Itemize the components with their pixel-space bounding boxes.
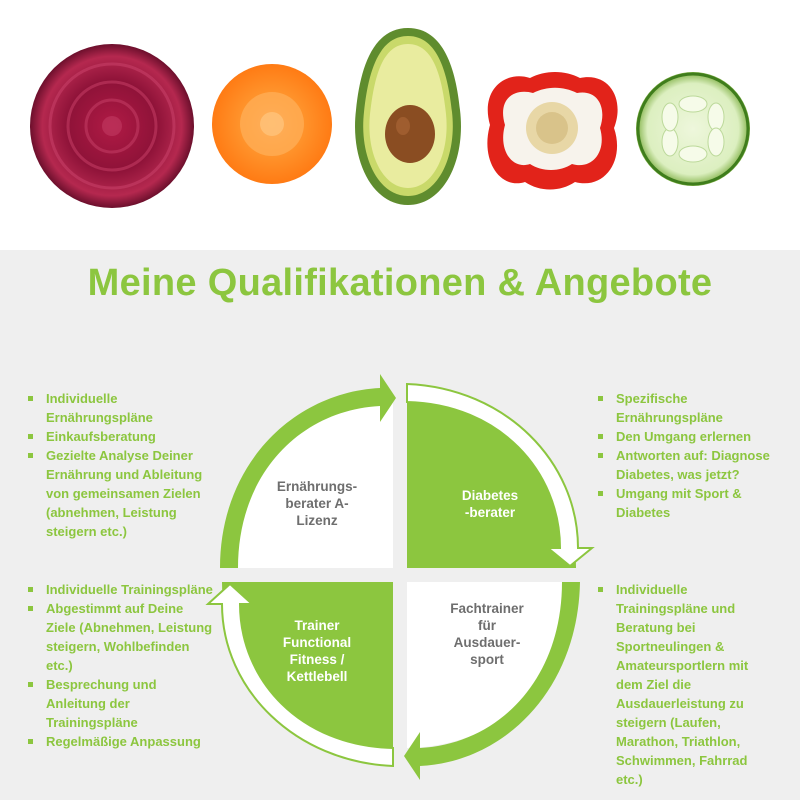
quadrant-label-top-left: Ernährungs- berater A- Lizenz	[262, 478, 372, 529]
label-line: Ausdauer-	[453, 635, 521, 650]
arrow-top-left	[220, 374, 396, 568]
avocado-half	[355, 28, 461, 205]
label-line: Kettlebell	[286, 669, 348, 684]
carrot-slice	[212, 64, 332, 184]
label-line: Trainer	[294, 618, 340, 633]
quadrant-label-top-right: Diabetes -berater	[440, 487, 540, 521]
cucumber-slice	[636, 72, 750, 186]
label-line: Lizenz	[296, 513, 338, 528]
page-title: Meine Qualifikationen & Angebote	[87, 262, 713, 304]
label-line: Functional	[282, 635, 352, 650]
list-item: Einkaufsberatung	[24, 427, 224, 446]
label-line: Ernährungs-	[276, 479, 358, 494]
quadrant-label-bottom-left: Trainer Functional Fitness / Kettlebell	[262, 617, 372, 685]
label-line: Fitness /	[289, 652, 345, 667]
quadrant-bottom-left	[222, 582, 393, 748]
red-pepper-slice	[487, 72, 618, 190]
list-item: Besprechung und Anleitung der Trainingsp…	[24, 675, 214, 732]
label-line: Diabetes	[461, 488, 519, 503]
label-line: -berater	[464, 505, 516, 520]
hero-vegetables-banner	[0, 0, 800, 250]
list-bottom-left: Individuelle Trainingspläne Abgestimmt a…	[24, 580, 214, 751]
arrow-bottom-left	[205, 582, 394, 768]
quadrant-top-right	[407, 402, 576, 568]
label-line: sport	[470, 652, 504, 667]
list-item: Gezielte Analyse Deiner Ernährung und Ab…	[24, 446, 224, 541]
vegetables-illustration	[30, 28, 750, 208]
label-line: berater A-	[285, 496, 349, 511]
list-top-right: Spezifische Ernährungspläne Den Umgang e…	[594, 389, 790, 522]
quadrant-bottom-right	[407, 582, 576, 748]
list-item: Spezifische Ernährungspläne	[594, 389, 790, 427]
quadrant-label-bottom-right: Fachtrainer für Ausdauer- sport	[432, 600, 542, 668]
arrow-bottom-right	[404, 582, 580, 780]
list-top-left: Individuelle Ernährungspläne Einkaufsber…	[24, 389, 224, 541]
list-item: Umgang mit Sport & Diabetes	[594, 484, 790, 522]
arrow-top-right	[406, 382, 595, 568]
list-item: Individuelle Ernährungspläne	[24, 389, 224, 427]
list-item: Antworten auf: Diagnose Diabetes, was je…	[594, 446, 790, 484]
qualifications-panel	[0, 250, 800, 800]
list-item: Abgestimmt auf Deine Ziele (Abnehmen, Le…	[24, 599, 214, 675]
beetroot-slice	[30, 44, 194, 208]
list-item: Regelmäßige Anpassung	[24, 732, 214, 751]
list-item: Individuelle Trainingspläne	[24, 580, 214, 599]
list-item: Den Umgang erlernen	[594, 427, 790, 446]
label-line: Fachtrainer	[450, 601, 524, 616]
list-item: Individuelle Trainingspläne und Beratung…	[594, 580, 774, 789]
list-bottom-right: Individuelle Trainingspläne und Beratung…	[594, 580, 774, 789]
label-line: für	[478, 618, 496, 633]
quadrant-top-left	[222, 402, 393, 568]
